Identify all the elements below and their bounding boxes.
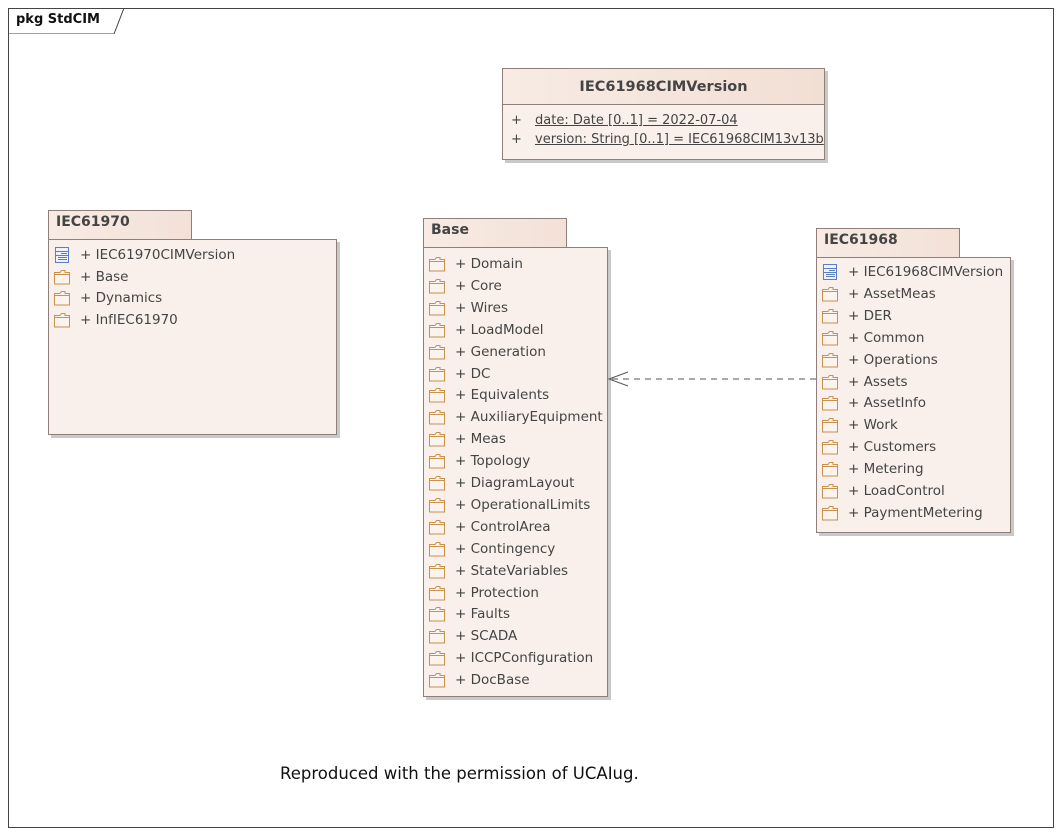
folder-icon (822, 462, 838, 477)
package-member-label: + AuxiliaryEquipment (455, 409, 603, 426)
folder-icon (54, 269, 70, 285)
folder-icon (822, 286, 838, 302)
folder-icon (822, 352, 838, 368)
class-attribute-version[interactable]: +version: String [0..1] = IEC61968CIM13v… (511, 132, 824, 147)
folder-icon (429, 651, 445, 666)
folder-icon (822, 330, 838, 346)
package-member-label: + Core (455, 277, 502, 294)
package-member-label: + LoadModel (455, 321, 544, 338)
package-member-label: + Work (848, 417, 898, 434)
class-title: IEC61968CIMVersion (503, 69, 824, 105)
package-member-label: + Protection (455, 584, 539, 601)
package-member-label: + Domain (455, 256, 523, 272)
package-member-label: + Topology (455, 453, 531, 470)
package-member-label: + Operations (848, 351, 938, 368)
folder-icon (54, 291, 70, 306)
package-member-label: + StateVariables (455, 562, 569, 579)
frame-label-box: pkg StdCIM (8, 8, 124, 34)
folder-icon (429, 388, 445, 403)
version-class[interactable]: IEC61968CIMVersion +date: Date [0..1] = … (502, 68, 825, 160)
package-member-label: + Dynamics (80, 290, 163, 307)
package-member-label: + Generation (455, 343, 546, 360)
class-icon (55, 247, 69, 263)
folder-icon (54, 313, 70, 328)
diagram-frame (8, 8, 1054, 828)
package-member-label: + ControlArea (455, 518, 551, 535)
package-base[interactable]: + Domain + Core + Wires + LoadModel + Genera… (423, 247, 608, 697)
package-member-label: + Assets (848, 373, 908, 390)
folder-icon (429, 673, 445, 688)
folder-icon (429, 278, 445, 294)
package-iec61970[interactable]: + IEC61970CIMVersion + Base + Dynamics + In… (48, 239, 337, 435)
package-member-label: + Customers (848, 439, 937, 456)
folder-icon (822, 308, 838, 324)
package-member-label: + IEC61968CIMVersion (848, 264, 1004, 280)
folder-icon (429, 476, 445, 491)
package-member-label: + AssetInfo (848, 395, 927, 412)
package-member-label: + Contingency (455, 540, 556, 557)
package-tab-iec61970[interactable]: IEC61970 (48, 210, 192, 240)
folder-icon (429, 366, 445, 381)
package-member-label: + DER (848, 307, 892, 324)
package-iec61968[interactable]: + IEC61968CIMVersion + AssetMeas + DER + Co… (816, 257, 1011, 533)
package-member-label: + Equivalents (455, 387, 550, 404)
folder-icon (822, 484, 838, 499)
package-tab-base[interactable]: Base (423, 218, 567, 248)
frame-label: pkg StdCIM (16, 12, 100, 27)
package-member-label: + IEC61970CIMVersion (80, 247, 236, 263)
folder-icon (429, 497, 445, 513)
folder-icon (822, 396, 838, 411)
package-member-label: + PaymentMetering (848, 504, 983, 521)
package-member-label: + InfIEC61970 (80, 312, 178, 329)
package-member-label: + LoadControl (848, 483, 945, 499)
package-member-label: + DC (455, 365, 491, 382)
package-member-label: + SCADA (455, 628, 518, 645)
package-member-label: + Wires (455, 299, 508, 316)
package-name: IEC61970 (56, 214, 130, 230)
folder-icon (429, 300, 445, 316)
folder-icon (429, 629, 445, 644)
folder-icon (429, 519, 445, 535)
package-member-label: + DocBase (455, 672, 530, 689)
folder-icon (429, 585, 445, 600)
folder-icon (429, 322, 445, 338)
folder-icon (822, 374, 838, 389)
package-member-label: + Common (848, 329, 925, 346)
package-member-label: + Base (80, 268, 129, 285)
package-name: IEC61968 (824, 232, 898, 248)
class-attribute-date[interactable]: +date: Date [0..1] = 2022-07-04 (511, 113, 738, 128)
package-member-label: + Faults (455, 606, 511, 623)
package-member-label: + AssetMeas (848, 285, 936, 302)
package-member-label: + ICCPConfiguration (455, 650, 594, 667)
folder-icon (429, 257, 445, 272)
folder-icon (429, 563, 445, 579)
folder-icon (429, 432, 445, 447)
package-member-label: + DiagramLayout (455, 475, 575, 491)
package-tab-iec61968[interactable]: IEC61968 (816, 228, 960, 258)
package-member-label: + Metering (848, 461, 924, 478)
folder-icon (429, 541, 445, 557)
package-member-label: + OperationalLimits (455, 496, 591, 513)
class-icon (823, 264, 837, 280)
folder-icon (429, 410, 445, 425)
folder-icon (822, 418, 838, 433)
caption: Reproduced with the permission of UCAIug… (280, 764, 639, 783)
folder-icon (429, 344, 445, 360)
frame-tab (8, 8, 124, 34)
package-member-label: + Meas (455, 431, 506, 448)
folder-icon (822, 505, 838, 521)
folder-icon (822, 440, 838, 455)
folder-icon (429, 454, 445, 469)
package-name: Base (431, 222, 469, 238)
folder-icon (429, 607, 445, 622)
